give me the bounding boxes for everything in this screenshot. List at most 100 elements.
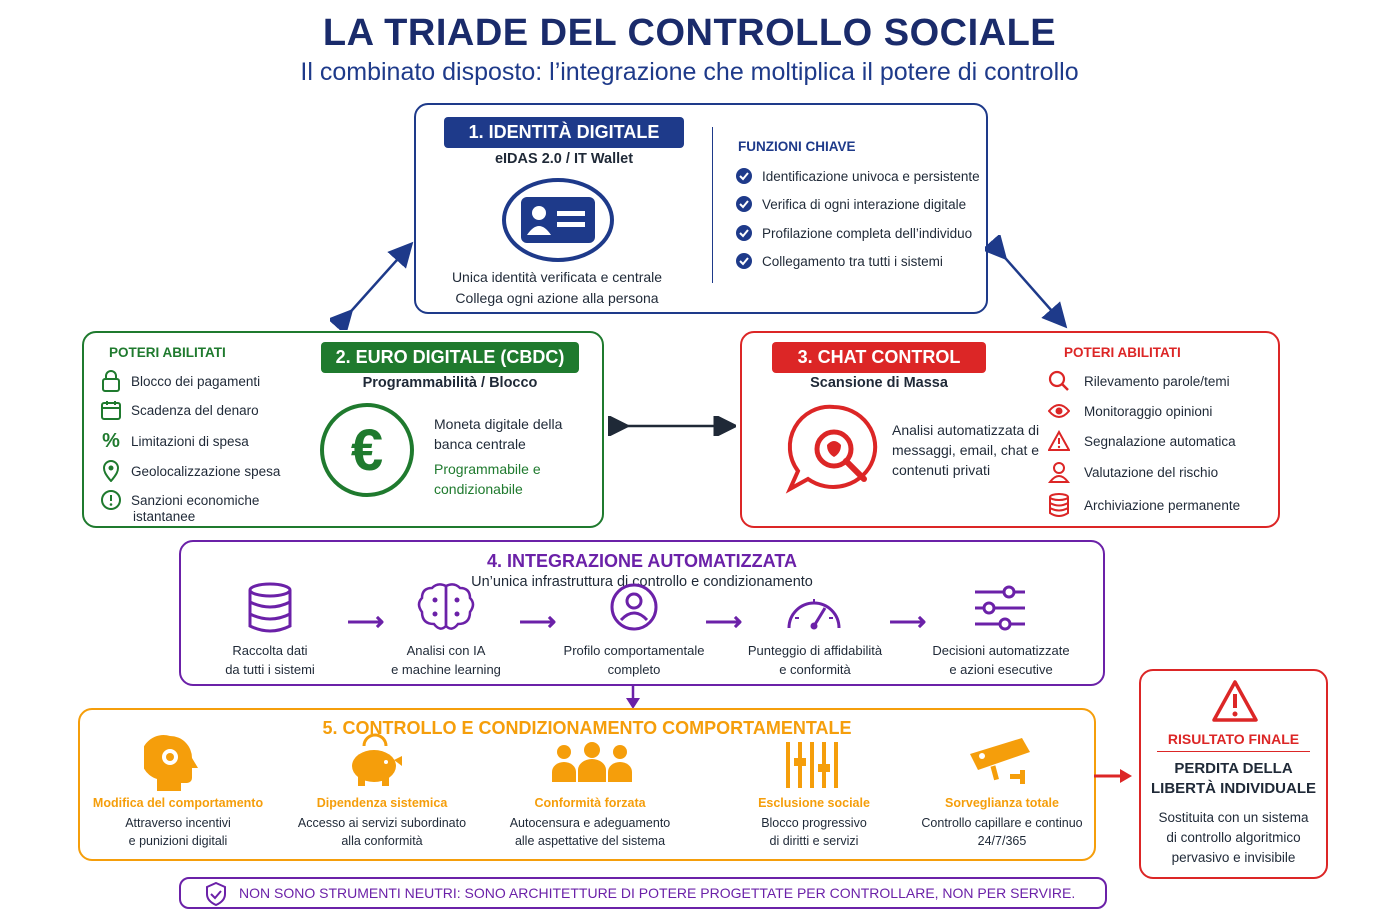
bars-icon — [784, 740, 844, 790]
arrow-right-red-icon — [1094, 769, 1132, 783]
brain-icon — [417, 582, 475, 634]
integration-title: 4. INTEGRAZIONE AUTOMATIZZATA — [487, 551, 797, 571]
sliders-icon — [971, 582, 1029, 634]
control-item-desc: Controllo capillare e continuo — [921, 816, 1083, 830]
head-gear-icon — [144, 732, 202, 792]
check-icon — [736, 196, 752, 212]
power-item: Rilevamento parole/temi — [1048, 370, 1230, 392]
chat-header: 3. CHAT CONTROL — [772, 342, 986, 373]
shield-check-icon — [205, 882, 227, 906]
check-icon — [736, 253, 752, 269]
location-pin-icon — [101, 460, 121, 482]
arrow-right-icon: ⟶ — [519, 606, 557, 636]
warning-icon — [1211, 679, 1259, 723]
control-item-heading: Modifica del comportamento — [92, 796, 264, 810]
alert-circle-icon — [101, 490, 121, 510]
control-item-heading: Esclusione sociale — [758, 796, 870, 810]
power-item: Sanzioni economiche — [101, 490, 259, 510]
control-item-heading: Dipendenza sistemica — [316, 796, 448, 810]
control-item-desc: 24/7/365 — [977, 834, 1027, 848]
double-arrow-horizontal-icon — [608, 416, 736, 436]
control-title: 5. CONTROLLO E CONDIZIONAMENTO COMPORTAM… — [322, 718, 852, 738]
chat-powers-title: POTERI ABILITATI — [1064, 345, 1181, 360]
footer-text: NON SONO STRUMENTI NEUTRI: SONO ARCHITET… — [239, 885, 1076, 901]
warning-icon — [1048, 430, 1070, 452]
step-label: da tutti i sistemi — [225, 662, 315, 677]
arrow-down-icon — [626, 684, 640, 709]
result-desc-3: pervasivo e invisibile — [1171, 850, 1296, 865]
euro-desc-1: Moneta digitale della — [434, 416, 563, 432]
control-item-desc: alla conformità — [341, 834, 423, 848]
function-item: Profilazione completa dell’individuo — [736, 225, 972, 241]
user-profile-icon — [609, 582, 659, 632]
euro-subtitle: Programmabilità / Blocco — [362, 375, 538, 391]
step-label: e machine learning — [391, 662, 501, 677]
eye-icon — [1048, 400, 1070, 422]
database-icon — [1048, 493, 1070, 517]
result-desc-1: Sostituita con un sistema — [1158, 810, 1309, 825]
arrow-right-icon: ⟶ — [347, 606, 385, 636]
step-label: Decisioni automatizzate — [932, 643, 1070, 658]
search-icon — [1048, 370, 1070, 392]
control-item-desc: Accesso ai servizi subordinato — [297, 816, 467, 830]
control-item-heading: Conformità forzata — [534, 796, 646, 810]
chat-magnifier-icon — [784, 401, 884, 497]
step-label: completo — [607, 662, 661, 677]
control-item-heading: Sorveglianza totale — [945, 796, 1059, 810]
piggy-bank-icon — [346, 732, 404, 790]
result-main-2: LIBERTÀ INDIVIDUALE — [1151, 780, 1316, 797]
chat-box: 3. CHAT CONTROL Scansione di Massa Anali… — [740, 331, 1280, 528]
chat-desc-2: messaggi, email, chat e — [892, 442, 1040, 458]
function-item: Identificazione univoca e persistente — [736, 168, 980, 184]
integration-box: 4. INTEGRAZIONE AUTOMATIZZATA Un’unica i… — [179, 540, 1105, 686]
euro-coin-icon: € — [320, 403, 414, 497]
result-desc-2: di controllo algoritmico — [1166, 830, 1301, 845]
lock-icon — [101, 370, 121, 392]
step-label: Raccolta dati — [232, 643, 308, 658]
chat-desc-1: Analisi automatizzata di — [892, 422, 1040, 438]
identity-desc-2: Collega ogni azione alla persona — [455, 290, 659, 306]
function-item: Collegamento tra tutti i sistemi — [736, 253, 943, 269]
euro-header: 2. EURO DIGITALE (CBDC) — [321, 342, 579, 373]
chat-subtitle: Scansione di Massa — [810, 375, 948, 391]
check-icon — [736, 225, 752, 241]
group-icon — [550, 742, 634, 786]
step-label: e azioni esecutive — [949, 662, 1053, 677]
result-title: RISULTATO FINALE — [1167, 731, 1300, 747]
euro-box: POTERI ABILITATI Blocco dei pagamenti Sc… — [82, 331, 604, 528]
page-subtitle: Il combinato disposto: l’integrazione ch… — [300, 58, 1079, 86]
control-item-desc: Autocensura e adeguamento — [509, 816, 671, 830]
functions-title: FUNZIONI CHIAVE — [738, 139, 856, 154]
control-item-desc: di diritti e servizi — [769, 834, 859, 848]
step-label: e conformità — [779, 662, 851, 677]
camera-icon — [964, 734, 1034, 790]
control-item-desc: Blocco progressivo — [761, 816, 867, 830]
id-card-icon — [501, 177, 615, 263]
footer-banner: NON SONO STRUMENTI NEUTRI: SONO ARCHITET… — [179, 877, 1107, 909]
euro-desc-3: Programmabile e — [434, 461, 541, 477]
user-icon — [1048, 461, 1070, 483]
gauge-icon — [785, 588, 843, 632]
calendar-icon — [101, 400, 121, 420]
power-item: %Limitazioni di spesa — [102, 430, 249, 452]
step-label: Profilo comportamentale — [563, 643, 705, 658]
percent-icon: % — [102, 430, 120, 452]
step-label: Punteggio di affidabilità — [747, 643, 883, 658]
control-item-desc: e punizioni digitali — [128, 834, 228, 848]
double-arrow-right-icon — [985, 235, 1068, 329]
integration-subtitle: Un’unica infrastruttura di controllo e c… — [471, 574, 813, 590]
chat-desc-3: contenuti privati — [892, 462, 991, 478]
euro-powers-title: POTERI ABILITATI — [109, 345, 226, 360]
check-icon — [736, 168, 752, 184]
identity-subtitle: eIDAS 2.0 / IT Wallet — [494, 151, 634, 167]
power-item: Scadenza del denaro — [101, 400, 259, 420]
page-title: LA TRIADE DEL CONTROLLO SOCIALE — [322, 12, 1057, 54]
power-item: Geolocalizzazione spesa — [101, 460, 280, 482]
database-icon — [247, 582, 293, 634]
control-item-desc: alle aspettative del sistema — [514, 834, 666, 848]
control-box: 5. CONTROLLO E CONDIZIONAMENTO COMPORTAM… — [78, 708, 1096, 861]
power-item: Valutazione del rischio — [1048, 461, 1218, 483]
arrow-right-icon: ⟶ — [889, 606, 927, 636]
euro-desc-2: banca centrale — [434, 436, 526, 452]
identity-box: 1. IDENTITÀ DIGITALE eIDAS 2.0 / IT Wall… — [414, 103, 988, 314]
